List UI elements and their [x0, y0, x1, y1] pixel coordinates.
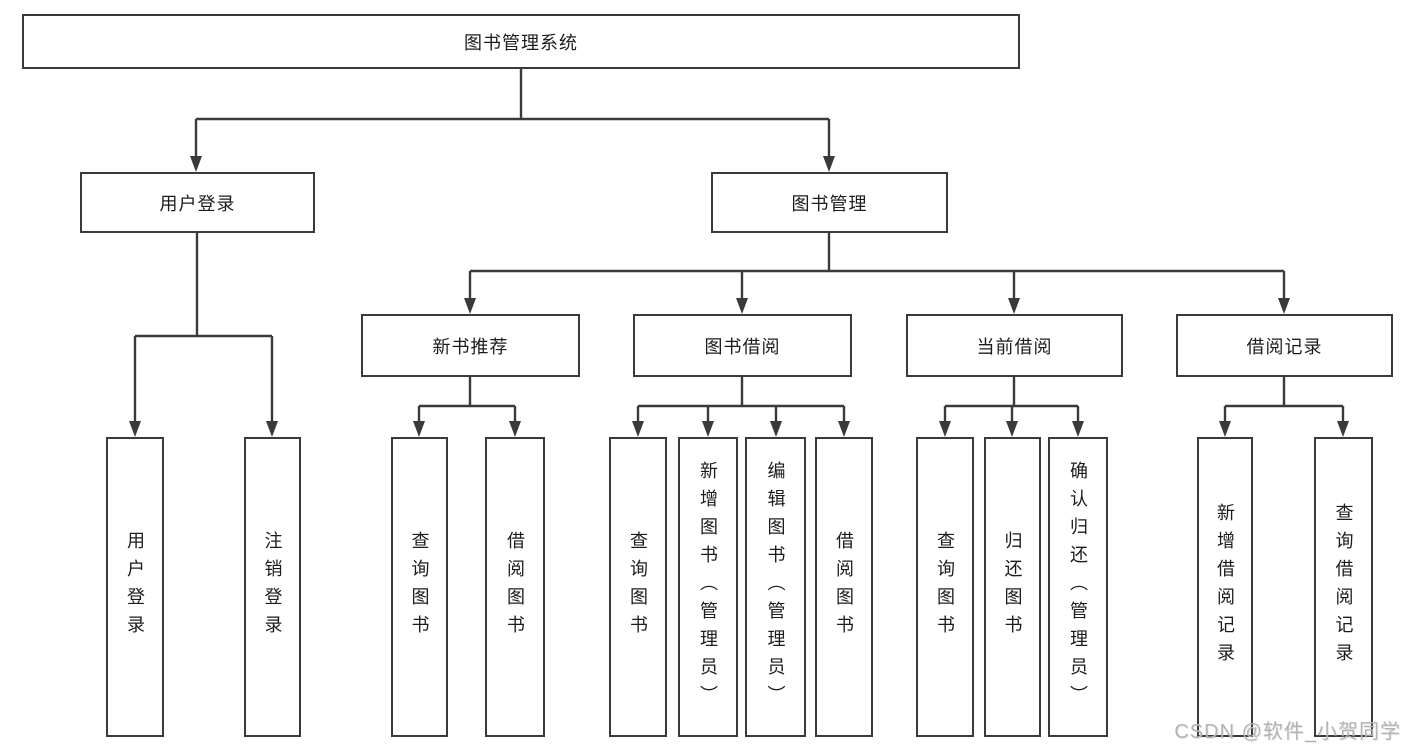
node-label: 编辑图书（管理员）: [765, 461, 786, 713]
node-label: 用户登录: [125, 531, 145, 643]
node-book-management-branch: 图书管理: [711, 172, 948, 233]
node-leaf-edit-books-admin: 编辑图书（管理员）: [745, 437, 806, 737]
node-leaf-query-books-1: 查询图书: [391, 437, 448, 737]
node-leaf-confirm-return-admin: 确认归还（管理员）: [1048, 437, 1108, 737]
node-leaf-user-login: 用户登录: [106, 437, 164, 737]
node-new-book-recommendation: 新书推荐: [361, 314, 580, 377]
node-label: 确认归还（管理员）: [1068, 461, 1088, 713]
node-label: 注销登录: [262, 531, 283, 643]
node-label: 查询借阅记录: [1333, 503, 1354, 671]
node-label: 图书管理系统: [464, 32, 578, 53]
node-label: 新书推荐: [432, 336, 509, 357]
node-leaf-query-books-3: 查询图书: [916, 437, 974, 737]
node-leaf-borrow-books-1: 借阅图书: [485, 437, 545, 737]
node-user-login-branch: 用户登录: [80, 172, 315, 233]
node-leaf-borrow-books-2: 借阅图书: [815, 437, 873, 737]
node-label: 图书借阅: [704, 336, 781, 357]
node-leaf-query-books-2: 查询图书: [609, 437, 667, 737]
node-label: 借阅图书: [505, 531, 525, 643]
node-leaf-query-borrow-record: 查询借阅记录: [1314, 437, 1373, 737]
node-label: 查询图书: [628, 531, 648, 643]
node-label: 归还图书: [1002, 531, 1023, 643]
node-label: 新增图书（管理员）: [698, 461, 718, 713]
node-leaf-add-books-admin: 新增图书（管理员）: [678, 437, 738, 737]
node-label: 当前借阅: [976, 336, 1053, 357]
node-current-borrowing: 当前借阅: [906, 314, 1123, 377]
node-label: 图书管理: [791, 193, 868, 214]
node-borrowing-records: 借阅记录: [1176, 314, 1393, 377]
node-label: 借阅记录: [1246, 336, 1323, 357]
node-label: 用户登录: [159, 193, 236, 214]
node-leaf-return-books: 归还图书: [984, 437, 1041, 737]
node-leaf-logout: 注销登录: [244, 437, 301, 737]
node-book-borrowing: 图书借阅: [633, 314, 852, 377]
node-leaf-add-borrow-record: 新增借阅记录: [1197, 437, 1253, 737]
node-label: 借阅图书: [834, 531, 854, 643]
node-label: 新增借阅记录: [1215, 503, 1235, 671]
node-library-management-system: 图书管理系统: [22, 14, 1020, 69]
node-label: 查询图书: [935, 531, 955, 643]
node-label: 查询图书: [409, 531, 430, 643]
